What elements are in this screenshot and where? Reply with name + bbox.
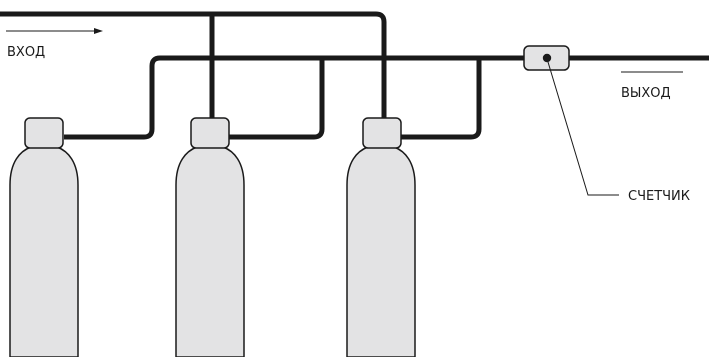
meter-label: СЧЕТЧИК: [628, 189, 690, 204]
gas-cylinder-3: [346, 117, 416, 357]
cylinder-body-2: [175, 146, 245, 357]
gas-cylinder-2: [175, 117, 245, 357]
gas-meter: [523, 45, 570, 71]
outlet-header-pipe: [64, 55, 709, 140]
inlet-header-pipe: [0, 11, 387, 126]
meter-dial-dot: [542, 53, 552, 63]
cylinder-valve-3: [362, 117, 402, 149]
cylinder-body-3: [346, 146, 416, 357]
outlet-branch-pipe-3: [401, 58, 482, 140]
inlet-label: ВХОД: [7, 45, 45, 60]
cylinder-valve-2: [190, 117, 230, 149]
inlet-flow-arrow: [6, 28, 103, 34]
cylinder-valve-1: [24, 117, 64, 149]
outlet-branch-pipe-2: [228, 58, 325, 140]
gas-cylinder-1: [9, 117, 79, 357]
meter-leader-line: [547, 61, 619, 196]
cylinder-body-1: [9, 146, 79, 357]
outlet-label: ВЫХОД: [621, 86, 671, 101]
